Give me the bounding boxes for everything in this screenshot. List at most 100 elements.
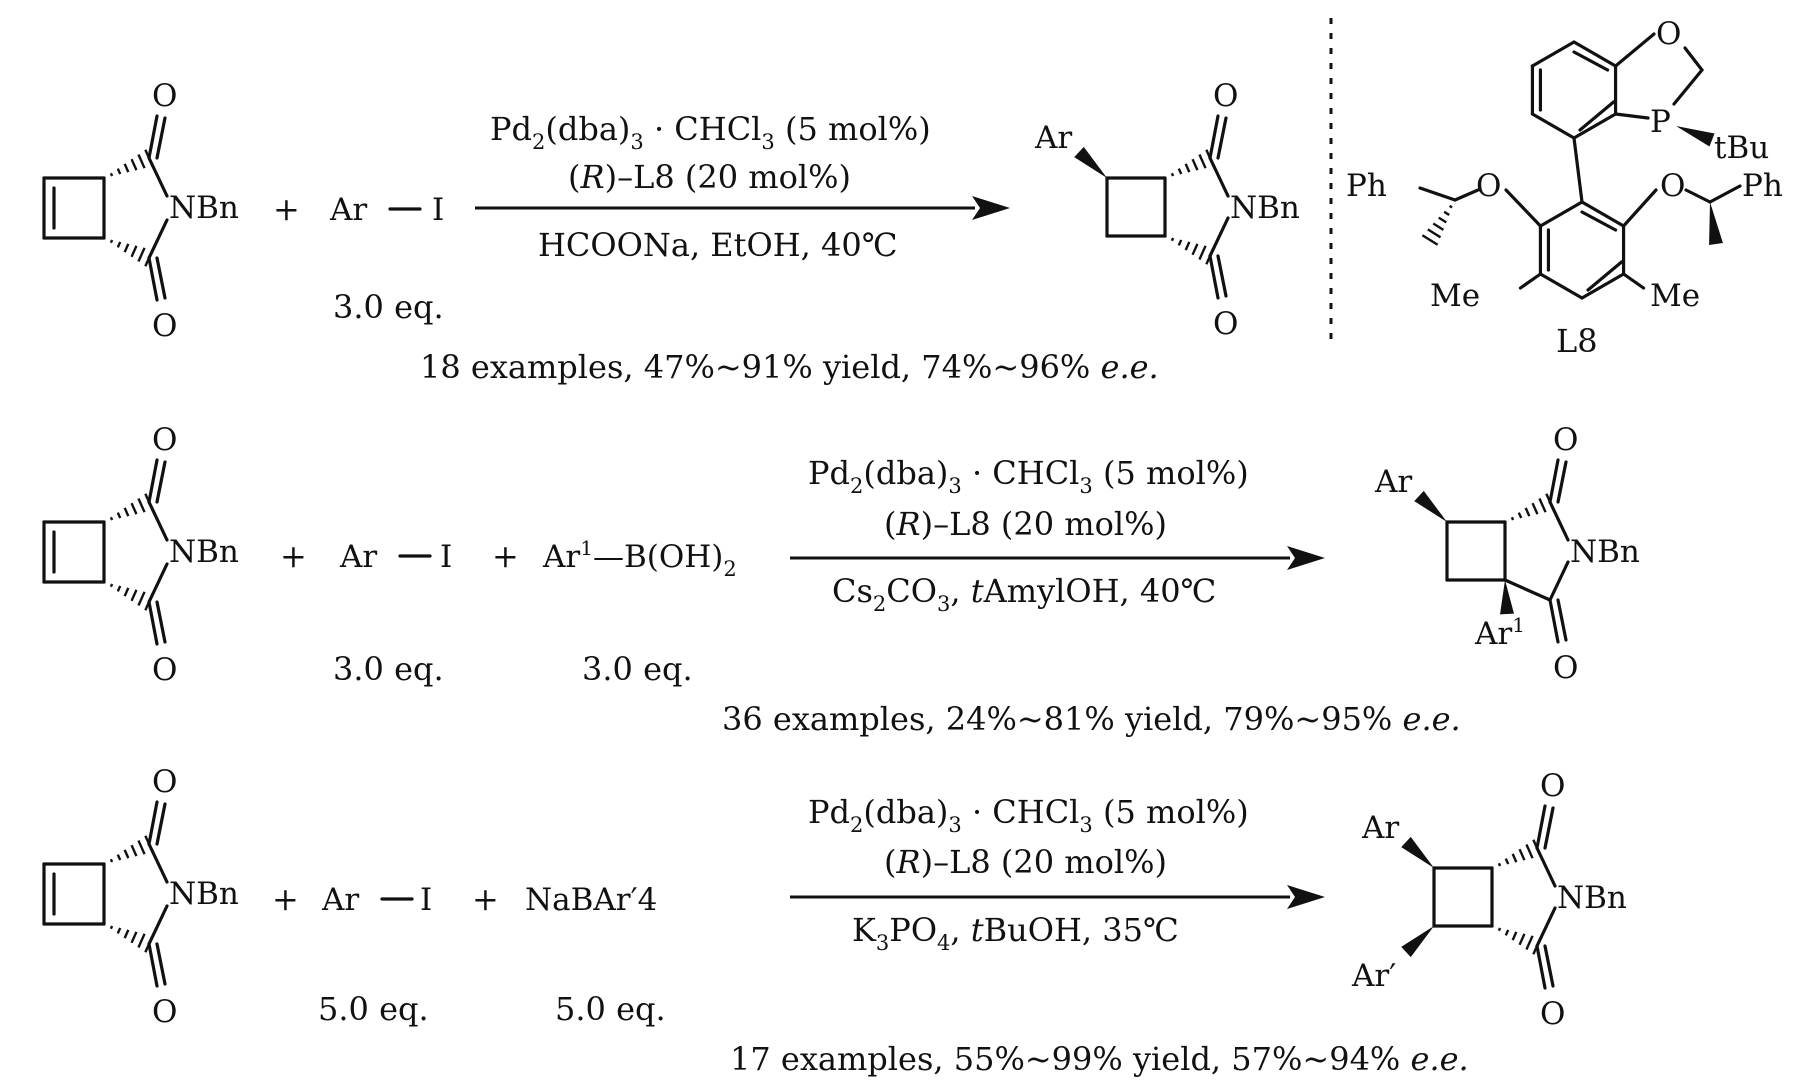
stereo-hash-bond	[1427, 228, 1442, 239]
oxygen-label: O	[1213, 78, 1238, 114]
stereo-hash-bond	[1191, 158, 1199, 171]
stereo-hash-bond	[130, 158, 138, 171]
condition-ligand: (R)–L8 (20 mol%)	[884, 505, 1167, 543]
bond	[147, 800, 159, 846]
stereo-hash-bond	[1517, 512, 1523, 519]
stereo-wedge-bond	[1709, 202, 1723, 245]
stereo-hash-bond	[1531, 502, 1539, 515]
nitrogen-benzyl-label: NBn	[1557, 880, 1627, 916]
bond	[1684, 188, 1712, 204]
bond	[147, 942, 159, 988]
reaction-arrow-1	[475, 196, 1010, 220]
stereo-hash-bond	[1443, 210, 1450, 216]
bond	[155, 600, 167, 644]
stereo-hash-bond	[130, 844, 138, 857]
boronic-acid: Ar1—B(OH)2	[542, 536, 737, 581]
bond	[147, 600, 159, 646]
condition-catalyst: Pd2(dba)3 · CHCl3 (5 mol%)	[808, 793, 1249, 837]
bond	[1578, 100, 1616, 132]
aryl-label: Ar	[1361, 810, 1399, 846]
stereo-hash-bond	[1511, 931, 1518, 941]
stereo-hash-bond	[1198, 245, 1207, 261]
oxygen-label: O	[1553, 422, 1578, 458]
condition-base-solvent: HCOONa, EtOH, 40℃	[538, 226, 898, 264]
stereo-wedge-bond	[1074, 146, 1107, 178]
oxygen-label: O	[1660, 168, 1685, 204]
oxygen-label: O	[152, 308, 177, 344]
bond	[1580, 272, 1626, 300]
bond	[155, 802, 167, 846]
bond	[147, 256, 159, 302]
phenyl-label: Ph	[1346, 168, 1387, 204]
bond	[155, 116, 167, 160]
stereo-hash-bond	[1177, 168, 1183, 175]
oxygen-label: O	[152, 652, 177, 688]
stereo-hash-bond	[1184, 241, 1191, 251]
stereo-hash-bond	[1518, 848, 1526, 861]
stereo-hash-bond	[123, 507, 130, 517]
oxygen-label: O	[1540, 768, 1565, 804]
oxygen-label: O	[152, 78, 177, 114]
aryl-iodide-equiv: 3.0 eq.	[333, 650, 444, 688]
stereo-hash-bond	[1518, 933, 1526, 946]
scope-summary: 36 examples, 24%~81% yield, 79%~95% e.e.	[722, 700, 1461, 738]
aryl-iodide-ar: Ar	[329, 192, 367, 228]
bond	[1504, 188, 1543, 228]
stereo-hash-bond	[109, 858, 114, 863]
stereo-hash-bond	[116, 512, 122, 519]
bond	[147, 562, 169, 604]
plus-sign: +	[272, 880, 299, 918]
bond	[1538, 272, 1584, 300]
stereo-hash-bond	[1504, 929, 1510, 936]
stereo-hash-bond	[109, 172, 114, 177]
methyl-label: Me	[1430, 278, 1480, 314]
bond	[1613, 32, 1656, 68]
stereo-hash-bond	[109, 583, 114, 588]
oxygen-label: O	[1476, 168, 1501, 204]
aryl-iodide-ar: Ar	[321, 882, 359, 918]
condition-ligand: (R)–L8 (20 mol%)	[884, 843, 1167, 881]
stereo-hash-bond	[1510, 516, 1515, 521]
oxygen-label: O	[1213, 306, 1238, 342]
bond	[1543, 944, 1555, 988]
bond	[155, 460, 167, 504]
borate-equiv: 5.0 eq.	[555, 990, 666, 1028]
stereo-hash-bond	[1448, 204, 1453, 209]
bond	[1530, 40, 1576, 68]
aryl-iodide-i: I	[432, 192, 444, 228]
bond	[1530, 112, 1576, 140]
condition-catalyst: Pd2(dba)3 · CHCl3 (5 mol%)	[490, 110, 931, 154]
bond	[1572, 50, 1610, 72]
bond	[1621, 188, 1658, 228]
stereo-wedge-bond	[1676, 126, 1715, 147]
stereo-hash-bond	[1432, 222, 1445, 231]
nitrogen-benzyl-label: NBn	[169, 190, 239, 226]
stereo-hash-bond	[109, 925, 114, 930]
bond	[1556, 460, 1568, 504]
stereo-hash-bond	[116, 168, 122, 175]
stereo-hash-bond	[1504, 858, 1510, 865]
bond	[1208, 216, 1230, 258]
stereo-hash-bond	[1525, 843, 1534, 859]
oxygen-label: O	[152, 422, 177, 458]
bond	[1708, 184, 1742, 204]
bond	[1572, 112, 1618, 140]
oxygen-label: O	[1656, 16, 1681, 52]
plus-sign: +	[492, 537, 519, 575]
condition-base-solvent: K3PO4, tBuOH, 35℃	[852, 911, 1179, 955]
stereo-hash-bond	[109, 239, 114, 244]
bond	[1621, 272, 1646, 290]
stereo-hash-bond	[1511, 853, 1518, 863]
stereo-hash-bond	[116, 854, 122, 861]
bond	[155, 256, 167, 300]
bond	[147, 156, 169, 198]
stereo-hash-bond	[123, 163, 130, 173]
plus-sign: +	[273, 190, 300, 228]
stereo-hash-bond	[116, 927, 122, 934]
stereo-hash-bond	[130, 502, 138, 515]
stereo-hash-bond	[1524, 507, 1531, 517]
oxygen-label: O	[152, 764, 177, 800]
